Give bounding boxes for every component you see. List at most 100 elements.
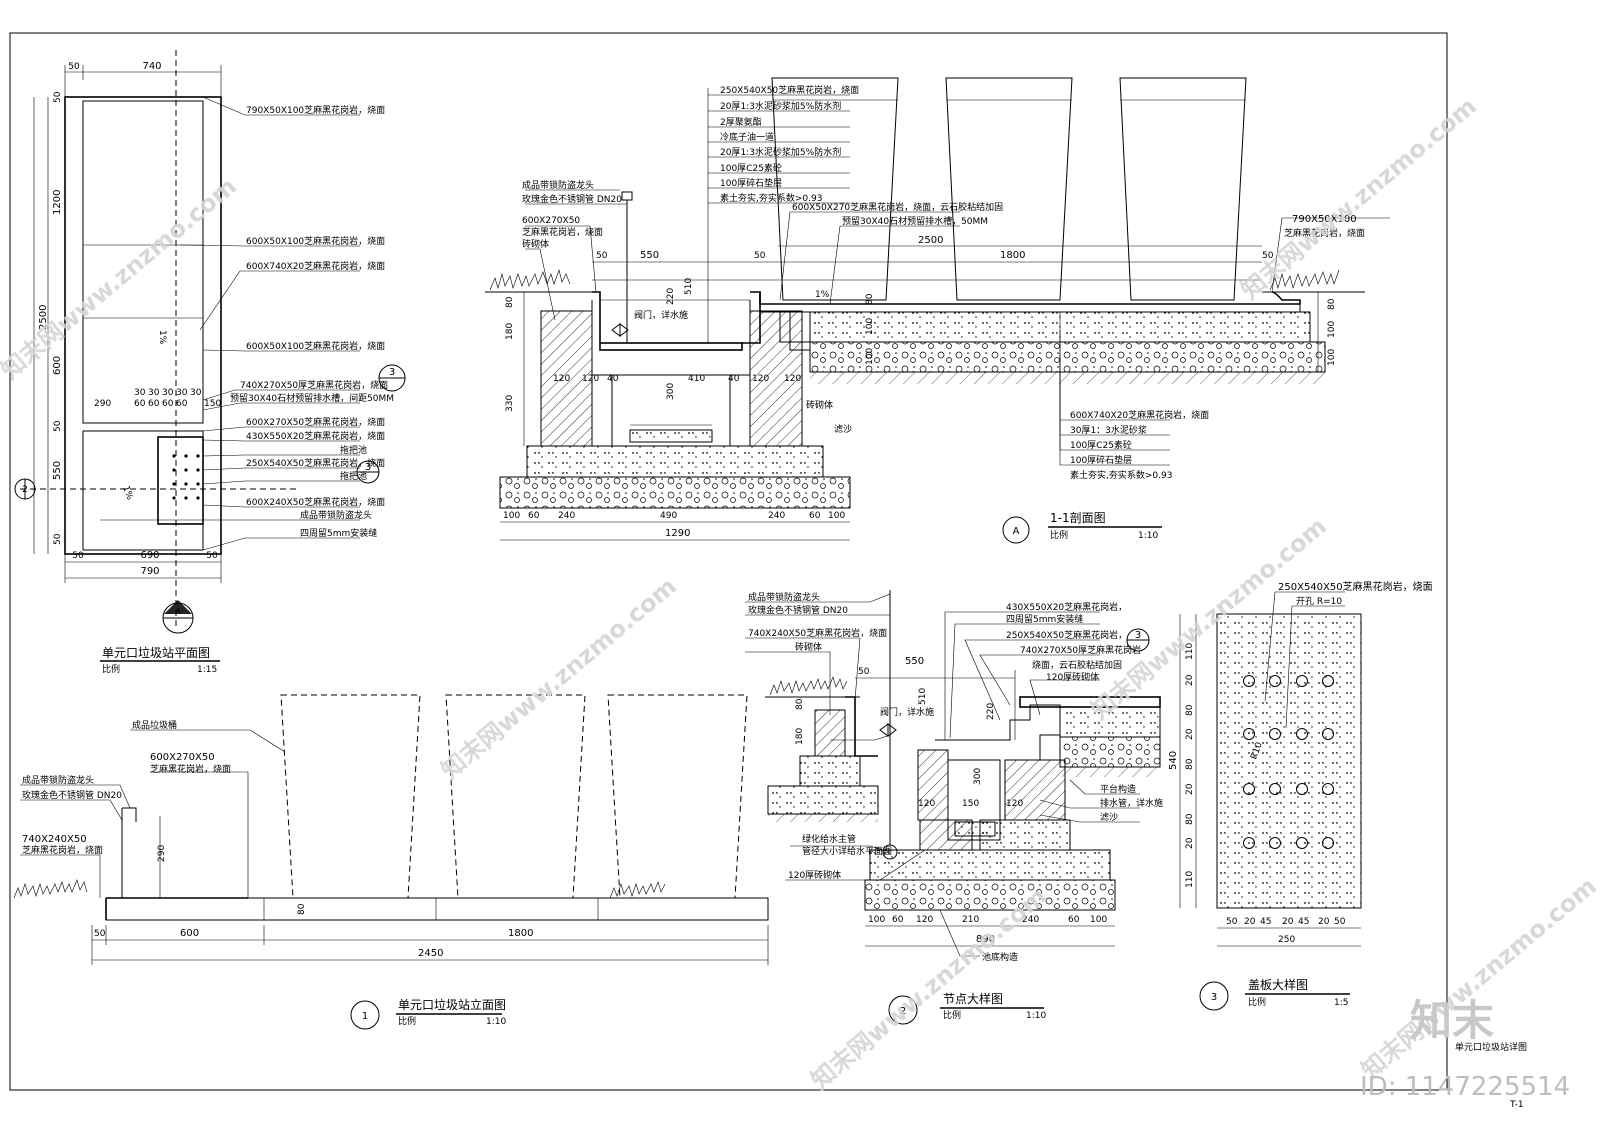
node-label: 玫瑰金色不锈钢管 DN20: [748, 604, 848, 616]
node-label: 120厚砖砌体: [1046, 671, 1099, 683]
cover-dim: 20: [1318, 917, 1330, 927]
elevation-dim: 50: [94, 929, 106, 939]
node-dim: 150: [962, 799, 979, 809]
elevation-dim: 600: [180, 928, 199, 939]
plan-dim: 50: [53, 533, 63, 545]
cover-dim: 20: [1185, 837, 1195, 849]
section-slope: 1%: [815, 290, 830, 300]
section-dim: 120: [784, 374, 801, 384]
elevation-scale-label: 比例: [398, 1015, 416, 1027]
plan-scale-label: 比例: [102, 663, 120, 675]
sheet-border: [9, 32, 1448, 1091]
plan-dim: 60: [134, 399, 146, 409]
section-dim: 50: [754, 251, 766, 261]
section-label: 100厚C25素砼: [1070, 439, 1132, 451]
plan-dim: 690: [140, 550, 159, 561]
plan-label: 成品带锁防盗龙头: [300, 509, 372, 521]
cover-dim: 110: [1185, 643, 1195, 660]
node-dim: 120: [918, 799, 935, 809]
plan-dim: 30: [134, 388, 146, 398]
section-dim: 80: [1327, 298, 1337, 310]
section-label: 预留30X40石材预留排水槽，50MM: [842, 215, 988, 227]
svg-text:知末网www.znzmo.com: 知末网www.znzmo.com: [0, 172, 242, 385]
section-label: 600X270X50: [522, 216, 580, 226]
section-label: 100厚碎石垫层: [720, 177, 782, 189]
node-dim: 300: [973, 768, 983, 785]
image-id: ID: 1147225514: [1360, 1072, 1570, 1102]
node-dim: 220: [986, 703, 996, 720]
svg-text:3: 3: [1135, 630, 1141, 641]
plan-dim: 790: [140, 566, 159, 577]
section-label: 素土夯实,夯实系数>0.93: [1070, 469, 1172, 481]
node-dim: 180: [795, 728, 805, 745]
section-dim: 1290: [665, 528, 690, 539]
section-label: 30厚1：3水泥砂浆: [1070, 424, 1147, 436]
section-dim: 410: [688, 374, 705, 384]
node-label: 阀门，详水施: [880, 706, 934, 718]
section-dim: 180: [505, 323, 515, 340]
section-scale: 1:10: [1138, 531, 1158, 541]
node-dim: 100: [868, 915, 885, 925]
cover-title-marker: 3: [1199, 981, 1229, 1011]
section-label: 砖砌体: [806, 399, 833, 411]
node-label: 120厚砖砌体: [788, 869, 841, 881]
section-dim: 40: [607, 374, 619, 384]
elevation-label: 成品带锁防盗龙头: [22, 774, 94, 786]
section-dim: 100: [865, 348, 875, 365]
drain-holes-plan: [172, 454, 200, 500]
plan-label: 600X50X100芝麻黑花岗岩，烧面: [246, 235, 385, 247]
plan-label: 790X50X100芝麻黑花岗岩，烧面: [246, 104, 385, 116]
cover-dim: 80: [1185, 813, 1195, 825]
node-dim: 120: [916, 915, 933, 925]
node-marker-3: 3: [1126, 628, 1150, 652]
svg-text:3: 3: [1211, 992, 1217, 1003]
section-marker-3: 3: [378, 364, 406, 392]
detail-marker-2: 2: [14, 478, 36, 500]
section-label: 100厚C25素砼: [720, 162, 782, 174]
section-title: 1-1剖面图: [1050, 511, 1106, 525]
cover-dim: 540: [1168, 751, 1179, 770]
cover-label: 250X540X50芝麻黑花岗岩，烧面: [1278, 580, 1433, 593]
cover-dim: 45: [1260, 917, 1271, 927]
cover-dim: 50: [1334, 917, 1346, 927]
section-label: 成品带锁防盗龙头: [522, 179, 594, 191]
section-label: 790X50X100: [1292, 214, 1357, 225]
svg-text:2: 2: [900, 1006, 906, 1017]
node-scale-label: 比例: [943, 1009, 961, 1021]
section-label: 滤沙: [834, 423, 852, 435]
node-label: 740X270X50厚芝麻黑花岗岩: [1020, 644, 1141, 656]
node-label: 排水管，详水施: [1100, 797, 1163, 809]
node-label: 平台构造: [1100, 783, 1136, 795]
plan-label: 600X740X20芝麻黑花岗岩，烧面: [246, 260, 385, 272]
brand-logo: 知末: [1410, 996, 1494, 1045]
node-dim: 60: [1068, 915, 1080, 925]
cover-title: 盖板大样图: [1248, 977, 1308, 992]
svg-text:A: A: [1013, 526, 1020, 537]
cover-plate-detail: 250X540X50芝麻黑花岗岩，烧面 开孔 R=10 R10 110 20 8…: [1168, 580, 1433, 1011]
node-label: 滤沙: [1100, 811, 1118, 823]
node-dim: 240: [1022, 915, 1039, 925]
section-title-marker: A: [1002, 516, 1030, 544]
cover-plate-outline: [1216, 613, 1362, 909]
cover-dim: 20: [1185, 783, 1195, 795]
section-label: 600X740X20芝麻黑花岗岩，烧面: [1070, 409, 1209, 421]
section-dim: 300: [666, 383, 676, 400]
section-dim: 50: [1262, 251, 1274, 261]
section-label: 冷底子油一道: [720, 131, 774, 143]
cover-dim: 80: [1185, 758, 1195, 770]
plan-slope: 1%: [120, 485, 134, 502]
elevation-dim: 290: [157, 845, 167, 862]
section-scale-label: 比例: [1050, 529, 1068, 541]
elevation-label: 600X270X50: [150, 752, 215, 763]
cover-dim: 20: [1185, 728, 1195, 740]
node-scale: 1:10: [1026, 1011, 1046, 1021]
section-label: 250X540X50芝麻黑花岗岩，烧面: [720, 84, 859, 96]
section-label: 砖砌体: [522, 238, 549, 250]
plan-label: 250X540X50芝麻黑花岗岩，烧面: [246, 457, 385, 469]
section-label: 阀门，详水施: [634, 309, 688, 321]
section-dim: 100: [1327, 321, 1337, 338]
plan-scale: 1:15: [197, 665, 217, 675]
section-dim: 100: [1327, 349, 1337, 366]
plan-dim: 30: [148, 388, 160, 398]
